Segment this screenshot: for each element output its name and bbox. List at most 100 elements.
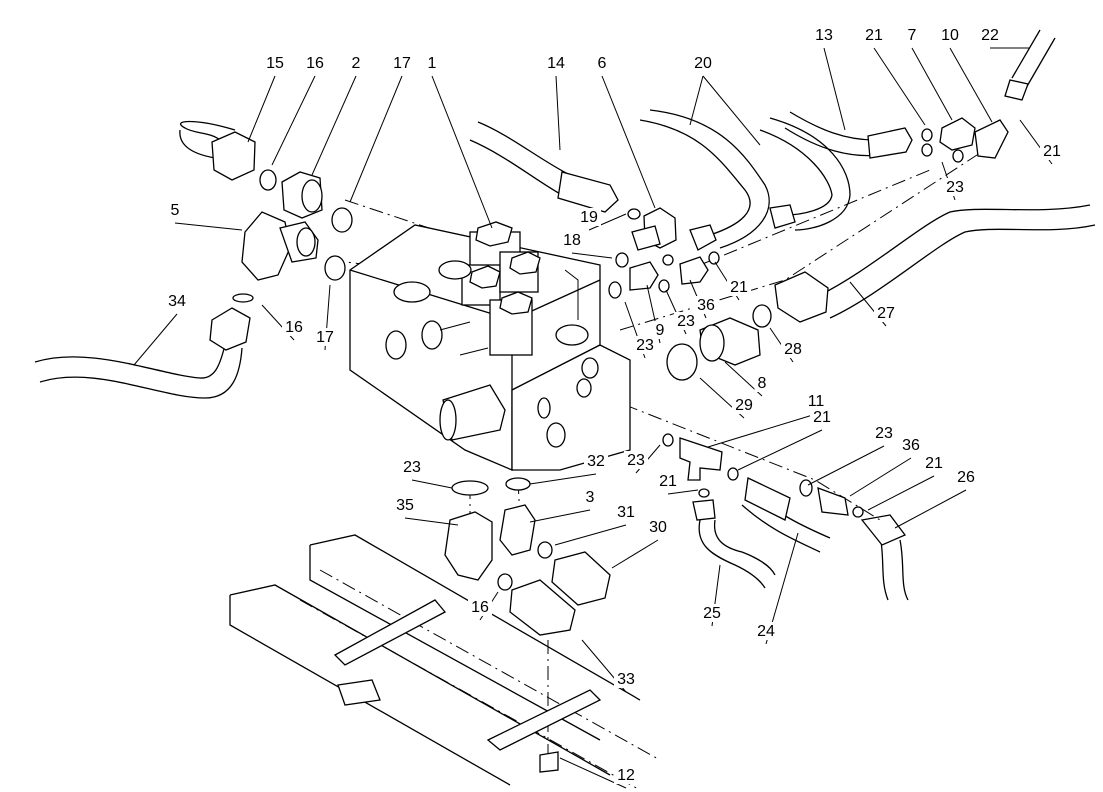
leader-line-c15 — [247, 75, 276, 143]
callout-bg-c27 — [874, 304, 898, 322]
callout-bg-c23d — [400, 458, 424, 476]
leader-line-c16a — [271, 75, 316, 166]
callout-bg-c28 — [781, 340, 805, 358]
callout-label-c12: 12 — [617, 767, 635, 784]
leader-line-c11 — [707, 413, 817, 448]
callout-label-c29: 29 — [735, 397, 753, 414]
callout-bg-c23a — [943, 178, 967, 196]
callout-label-c8: 8 — [758, 375, 767, 392]
callout-bg-c23f — [872, 424, 896, 442]
callout-bg-c16b — [282, 318, 306, 336]
leader-line-c13 — [823, 47, 846, 131]
callout-label-c31: 31 — [617, 504, 635, 521]
callout-label-c24: 24 — [757, 623, 775, 640]
leader-line-c23f — [807, 445, 885, 486]
leader-line-c23d — [411, 479, 453, 489]
fitting-5 — [241, 211, 319, 281]
callout-bg-c10 — [938, 26, 962, 44]
fittings-top-right — [921, 117, 1009, 163]
hose-25 — [692, 499, 776, 589]
callout-label-c23f: 23 — [875, 425, 893, 442]
leader-line-c31 — [554, 524, 627, 546]
callout-bg-c25 — [700, 604, 724, 622]
callout-label-c2: 2 — [352, 55, 361, 72]
callout-bg-c23c — [633, 336, 657, 354]
frame-rails — [229, 534, 641, 786]
callout-label-c20: 20 — [694, 55, 712, 72]
callout-bg-c32 — [584, 452, 608, 470]
fitting-6 — [615, 207, 677, 268]
callout-label-c17b: 17 — [316, 329, 334, 346]
leader-line-c3 — [529, 509, 591, 523]
fitting-2 — [281, 171, 323, 219]
callout-bg-c8 — [754, 374, 770, 392]
leader-line-c35 — [404, 517, 459, 526]
leader-line-c20-b — [702, 75, 761, 146]
leader-line-c1 — [431, 75, 493, 229]
callout-bg-c13 — [812, 26, 836, 44]
callout-label-c23e: 23 — [627, 452, 645, 469]
callout-bg-c16a — [303, 54, 327, 72]
callout-bg-c35 — [393, 496, 417, 514]
leader-line-c21f — [867, 475, 935, 511]
leader-line-c21a — [873, 47, 926, 126]
callout-label-c36a: 36 — [697, 297, 715, 314]
callout-label-c10: 10 — [941, 27, 959, 44]
callout-label-c11: 11 — [808, 393, 825, 410]
callout-label-c25: 25 — [703, 605, 721, 622]
fitting-11-tee — [662, 433, 739, 498]
callout-label-c16a: 16 — [306, 55, 324, 72]
callout-bg-c16c — [468, 598, 492, 616]
callout-bg-c21e — [656, 472, 680, 490]
fitting-36 — [679, 251, 720, 285]
callout-bg-c21c — [727, 278, 751, 296]
hose-20a — [639, 109, 770, 251]
callout-label-c21c: 21 — [730, 279, 748, 296]
hose-24 — [741, 477, 831, 553]
fitting-8 — [666, 304, 772, 381]
callout-label-c3: 3 — [586, 489, 595, 506]
fitting-36-lower — [799, 479, 864, 518]
hose-34 — [34, 307, 251, 399]
leader-line-c7 — [911, 47, 953, 121]
callout-label-c35: 35 — [396, 497, 414, 514]
leader-line-c18 — [571, 252, 613, 259]
callout-bg-c12 — [614, 766, 638, 784]
callout-label-c23b: 23 — [677, 313, 695, 330]
callout-label-c1: 1 — [428, 55, 437, 72]
seals-left — [232, 169, 353, 303]
callout-bg-c15 — [263, 54, 287, 72]
hose-13 — [784, 111, 913, 159]
callout-label-c18: 18 — [563, 232, 581, 249]
lower-fittings — [444, 477, 611, 636]
hose-15 — [179, 120, 256, 181]
callout-bg-c1 — [424, 54, 440, 72]
callout-label-c21e: 21 — [659, 473, 677, 490]
callout-label-c22: 22 — [981, 27, 999, 44]
callout-bg-c24 — [754, 622, 778, 640]
callout-bg-c21a — [862, 26, 886, 44]
callout-label-c19: 19 — [580, 209, 598, 226]
callout-label-c33: 33 — [617, 671, 635, 688]
callout-bg-c11 — [804, 392, 828, 410]
callout-label-c15: 15 — [266, 55, 284, 72]
callout-bg-c23e — [624, 451, 648, 469]
callout-label-c27: 27 — [877, 305, 895, 322]
hose-26 — [860, 514, 909, 601]
leader-line-c30 — [611, 539, 659, 569]
valve-manifold-1 — [349, 221, 631, 471]
callout-bg-c6 — [594, 54, 610, 72]
hose-22 — [1004, 29, 1056, 101]
callout-bg-c21d — [810, 408, 834, 426]
callout-bg-c9 — [652, 321, 668, 339]
callout-label-c6: 6 — [598, 55, 607, 72]
callout-bg-c17a — [390, 54, 414, 72]
callout-label-c28: 28 — [784, 341, 802, 358]
callout-label-c32: 32 — [587, 453, 605, 470]
callout-label-c17a: 17 — [393, 55, 411, 72]
leader-line-c34 — [133, 313, 178, 366]
callout-label-c21f: 21 — [925, 455, 943, 472]
callout-bg-c2 — [348, 54, 364, 72]
